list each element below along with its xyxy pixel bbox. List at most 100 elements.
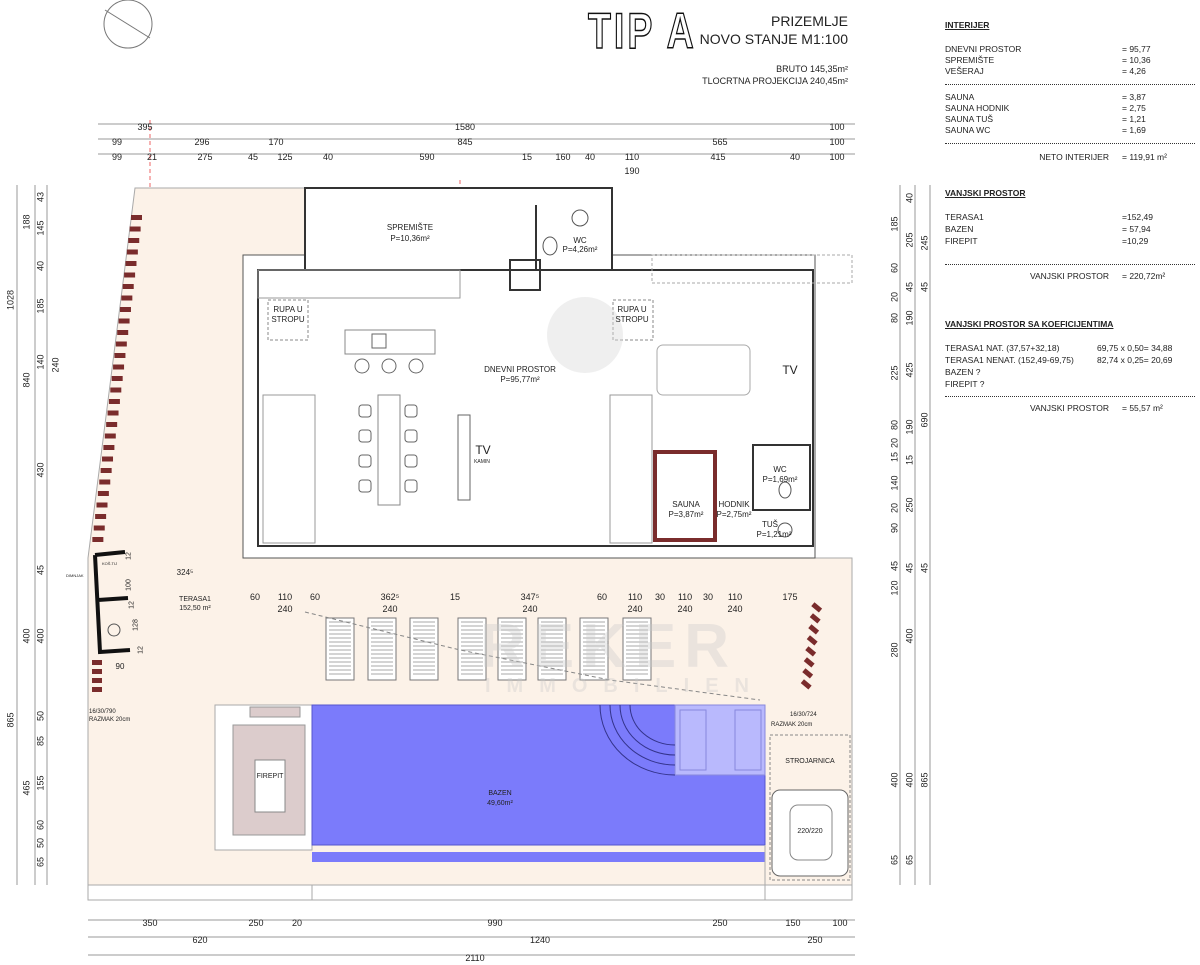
fence-post (118, 318, 130, 324)
dim-90: 90 (115, 662, 125, 671)
pool-area-label: 49,60m² (487, 800, 513, 807)
dimension-left: 465 (21, 780, 32, 796)
pool (311, 704, 766, 900)
dimension-left: 188 (21, 214, 32, 230)
dimension-right: 20 (889, 437, 900, 449)
vanjski-heading: VANJSKI PROSTOR (945, 188, 1026, 198)
fence-post (808, 624, 820, 635)
dimension-terrace: 240 (382, 604, 398, 614)
dimension-top: 40 (322, 152, 334, 162)
fence-post (114, 353, 126, 358)
dimension-terrace: 30 (702, 592, 714, 602)
fence-post (108, 399, 120, 404)
dimension-right: 190 (904, 310, 915, 326)
dimension-left: 85 (35, 735, 46, 747)
fence-post (121, 295, 133, 301)
dimension-right: 45 (919, 562, 930, 574)
total-value: = 55,57 m² (1122, 403, 1163, 413)
row-value: 69,75 x 0,50= 34,88 (1097, 343, 1173, 353)
dimension-bottom: 250 (807, 935, 823, 945)
chair (404, 454, 418, 468)
room-area-tus: P=1,21m² (756, 530, 792, 539)
fence-post (128, 238, 140, 243)
fence-hatch (92, 215, 823, 692)
fence-post (110, 387, 122, 393)
fence-post (92, 678, 102, 683)
bar-stool (354, 358, 370, 374)
dimension-left: 65 (35, 856, 46, 868)
dimension-right: 40 (904, 192, 915, 204)
dimension-right: 400 (904, 628, 915, 644)
ceiling-opening-label: STROPU (271, 315, 305, 324)
dimension-right: 45 (904, 281, 915, 293)
floor-label: PRIZEMLJE (770, 13, 848, 29)
fence-post (104, 433, 116, 439)
fireplace-label: KAMIN (474, 459, 490, 465)
dimension-right: 20 (889, 502, 900, 514)
dimension-right: 60 (889, 262, 900, 274)
dimension-right: 80 (889, 419, 900, 431)
tv-label: TV (782, 363, 798, 377)
ceiling-opening-label: STROPU (615, 315, 649, 324)
fence-post (99, 479, 111, 485)
fence-post (106, 422, 118, 427)
dim-324: 324⁵ (176, 568, 194, 577)
divider (945, 264, 1195, 265)
dimension-right: 225 (889, 365, 900, 381)
dimension-bottom: 990 (487, 918, 503, 928)
dimension-right: 185 (889, 216, 900, 232)
dimension-terrace: 110 (677, 592, 693, 602)
dimension-bottom: 250 (712, 918, 728, 928)
dimension-right: 190 (904, 419, 915, 435)
row-value: 82,74 x 0,25= 20,69 (1097, 355, 1173, 365)
row-label: TERASA1 NENAT. (152,49-69,75) (945, 355, 1074, 365)
dimension-bottom: 100 (832, 918, 848, 928)
plan-type-title: TIP A (587, 2, 697, 60)
sun-lounger (497, 617, 527, 681)
stairs-spec-left: 16/30/790 (89, 709, 116, 715)
dimension-left: 40 (35, 260, 46, 272)
dimension-right: 250 (904, 497, 915, 513)
row-label: BAZEN ? (945, 367, 981, 377)
sun-lounger (622, 617, 652, 681)
dimension-left: 240 (50, 357, 61, 373)
pool-label: BAZEN (488, 790, 512, 797)
dimension-top: 395 (137, 122, 153, 132)
row-label: SAUNA TUŠ (945, 114, 994, 124)
fence-post (800, 679, 812, 690)
dining-chairs (354, 358, 424, 493)
dimension-bottom: 20 (291, 918, 303, 928)
ceiling-opening-label: RUPA U (617, 305, 647, 314)
dimension-right: 425 (904, 362, 915, 378)
fence-post (811, 602, 823, 613)
terrace-label: TERASA1 (179, 596, 211, 603)
fence-post (126, 249, 138, 255)
dimension-right: 20 (889, 291, 900, 303)
dimension-top: 125 (277, 152, 293, 162)
dimension-terrace: 240 (522, 604, 538, 614)
dimension-top: 170 (268, 137, 284, 147)
fence-post (125, 261, 137, 266)
dimension-left: 400 (21, 628, 32, 644)
dimension-left: 50 (35, 837, 46, 849)
scale-label: NOVO STANJE M1:100 (699, 31, 848, 47)
row-value: = 57,94 (1122, 224, 1151, 234)
fence-post (96, 502, 108, 508)
row-value: = 1,21 (1122, 114, 1146, 124)
dimension-left: 400 (35, 628, 46, 644)
dimension-terrace_left: 12 (125, 552, 133, 560)
dimension-bottom: 150 (785, 918, 801, 928)
sun-loungers (325, 617, 652, 681)
dimension-top: 190 (624, 166, 640, 176)
dimension-right: 690 (919, 412, 930, 428)
dimension-terrace: 347⁵ (520, 592, 540, 602)
divider (945, 143, 1195, 144)
bruto-area: BRUTO 145,35m² (776, 64, 848, 74)
fence-post (95, 514, 107, 519)
dimension-bottom: 350 (142, 918, 158, 928)
dimension-right: 205 (904, 232, 915, 248)
dimension-right: 90 (889, 522, 900, 534)
row-value: = 1,69 (1122, 125, 1146, 135)
dimension-right: 65 (889, 854, 900, 866)
